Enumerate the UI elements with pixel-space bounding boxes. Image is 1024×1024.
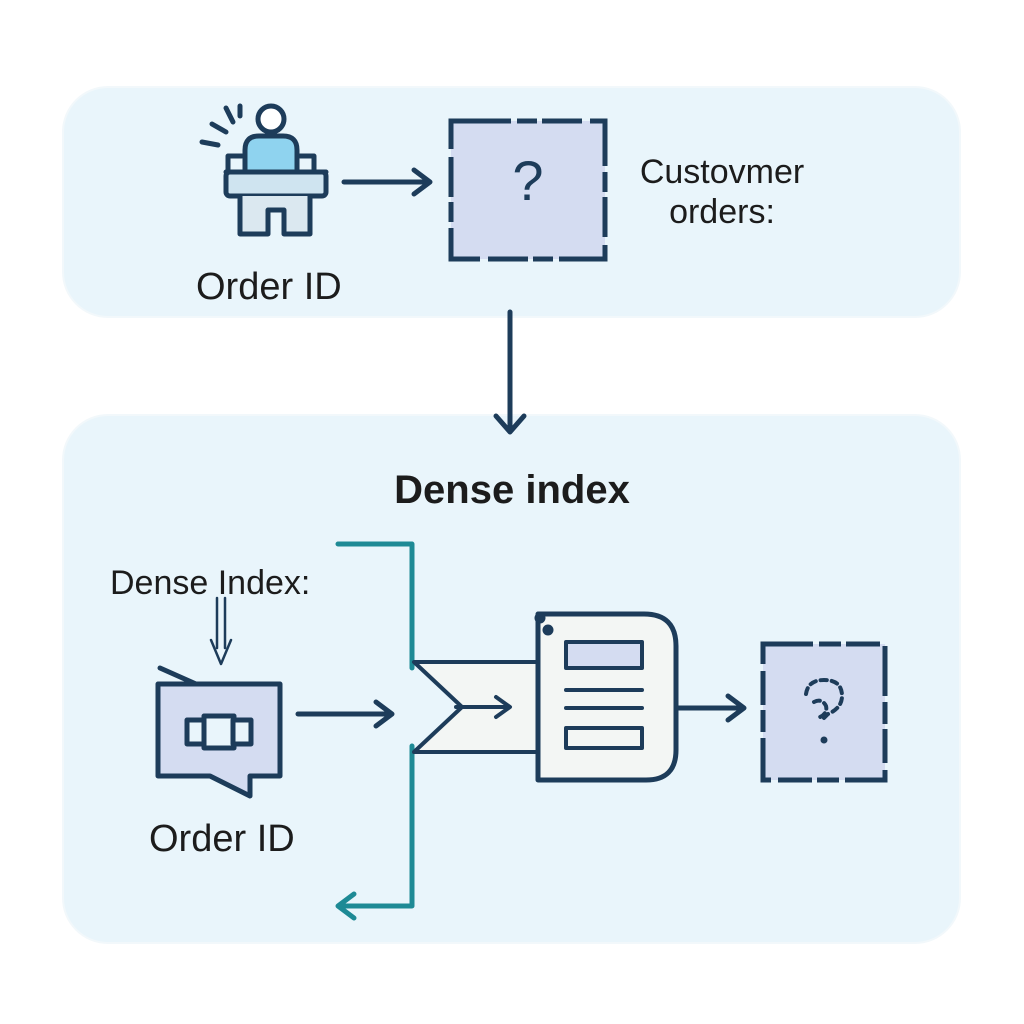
index-lookup-channel <box>412 660 540 754</box>
arrow-right-icon <box>341 167 433 197</box>
question-mark-icon: ? <box>512 149 543 212</box>
order-id-label: Order ID <box>149 818 295 860</box>
customer-orders-label: Custovmer orders: <box>639 153 805 231</box>
index-pointer-arrow-icon <box>209 596 233 666</box>
order-id-label: Order ID <box>196 266 342 308</box>
person-terminal-icon <box>199 103 329 237</box>
dense-index-label: Dense Index: <box>110 564 311 602</box>
order-id-key-icon <box>155 665 283 799</box>
unknown-record-box: ? <box>448 118 608 262</box>
section-title: Dense index <box>394 468 630 512</box>
arrow-right-icon <box>295 699 395 729</box>
index-bracket <box>335 541 415 921</box>
unknown-record-box <box>760 641 888 783</box>
arrow-down-icon <box>493 309 527 435</box>
index-document-icon <box>534 611 679 783</box>
dashed-question-mark-icon <box>804 677 845 720</box>
arrow-right-icon <box>675 693 747 723</box>
